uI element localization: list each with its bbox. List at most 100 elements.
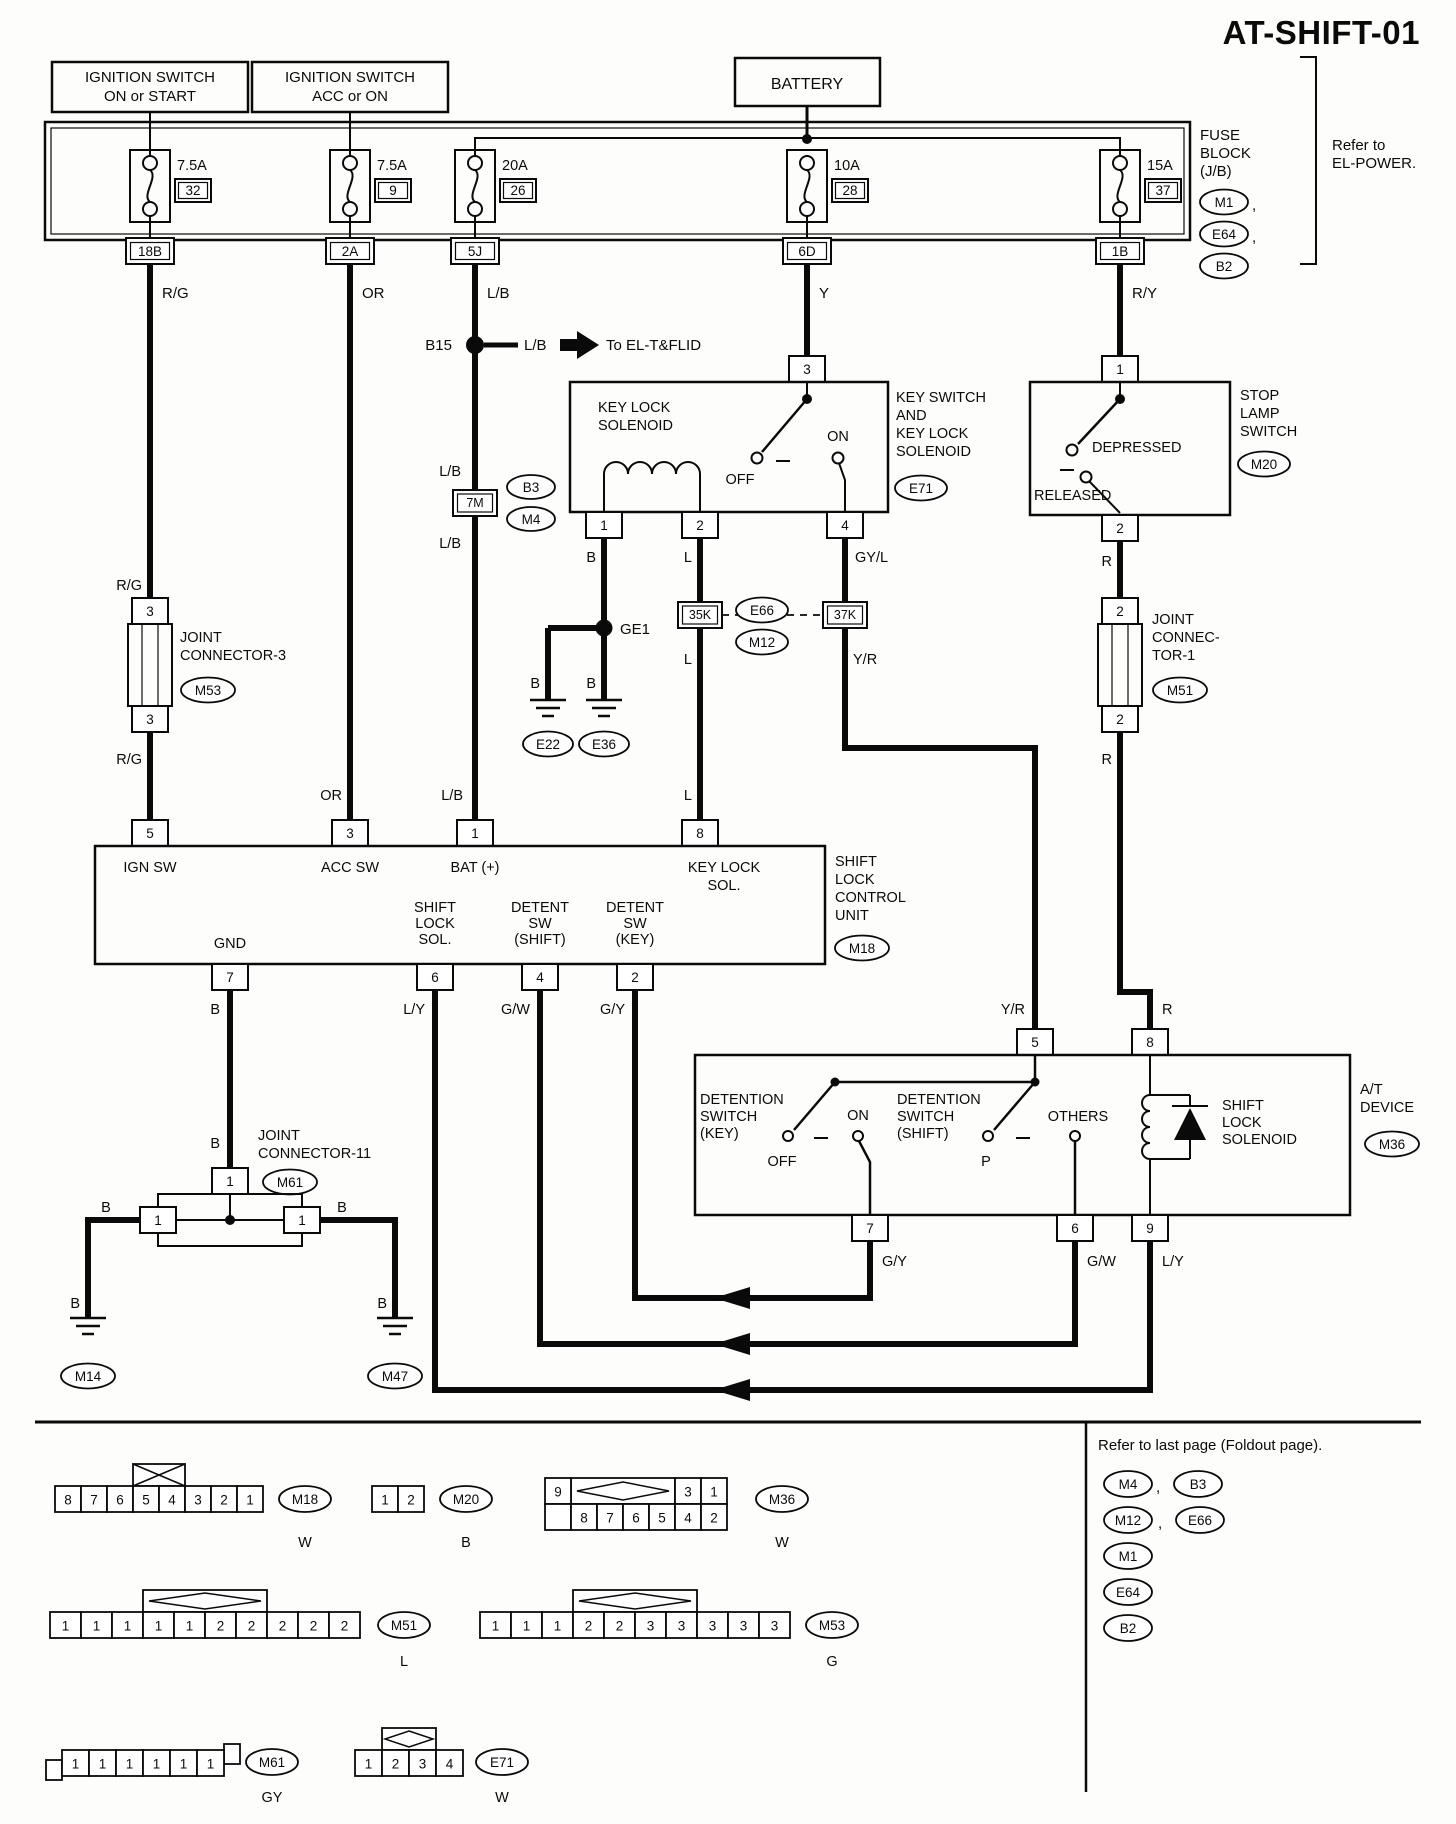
key-lock-sol-label1: KEY LOCK [688, 860, 761, 876]
pinout-color: W [495, 1790, 509, 1806]
wire-color-label: L [684, 652, 692, 668]
connector-ref-m61: M61 [277, 1175, 303, 1190]
ignition-switch-acc-on-box: IGNITION SWITCH ACC or ON [250, 60, 450, 114]
pinout-id: M20 [453, 1492, 479, 1507]
pin-cell-number: 8 [64, 1493, 72, 1508]
jc1-line2: CONNEC- [1152, 630, 1220, 646]
pin-number: 9 [1146, 1221, 1154, 1236]
pin-cell-number: 2 [392, 1757, 400, 1772]
ref-b3: B3 [1190, 1477, 1207, 1492]
comma: , [1252, 197, 1256, 214]
connector-ref-e71: E71 [909, 481, 933, 496]
battery-box: BATTERY [733, 56, 882, 108]
pinout-color: L [400, 1654, 408, 1670]
ground-m14-icon [70, 1316, 106, 1336]
ref-e64: E64 [1116, 1585, 1141, 1600]
diode-icon [1150, 1094, 1208, 1160]
b15-dest: To EL-T&FLID [606, 337, 701, 354]
off-label: OFF [768, 1154, 797, 1170]
pin-number: 4 [841, 518, 849, 533]
solenoid-label2: LOCK [1222, 1115, 1262, 1131]
wire-color-label: L [684, 550, 692, 566]
pin-cell [674, 1477, 702, 1505]
pin-cell-number: 7 [90, 1493, 98, 1508]
connector-7m-label: 7M [466, 496, 483, 510]
comma: , [1156, 1479, 1160, 1496]
pin-number: 2 [1116, 712, 1124, 727]
pin-cell-number: 1 [365, 1757, 373, 1772]
arrow-left-icon [714, 1379, 750, 1401]
pin-cell [397, 1485, 425, 1513]
wire-color-label: B [210, 1136, 220, 1152]
pin-number: 3 [146, 604, 154, 619]
fuse-icon [146, 169, 154, 203]
pin-cell-number: 2 [279, 1619, 287, 1634]
pin-number: 6 [431, 970, 439, 985]
wire-color-label: L/B [487, 285, 510, 302]
pin-cell-number: 5 [142, 1493, 150, 1508]
b15-junction: B15 L/B To EL-T&FLID [425, 331, 701, 359]
wire-color-label: R/Y [1132, 285, 1157, 302]
ge1-label: GE1 [620, 621, 650, 638]
junction-dot [595, 619, 613, 637]
solenoid-label3: SOLENOID [1222, 1132, 1297, 1148]
pin-cell [142, 1749, 171, 1777]
at-device-m36: Y/R R 5 8 DETENTION SWITCH (KEY) ON OFF … [693, 1002, 1420, 1270]
detention-shift-label1: DETENTION [897, 1092, 981, 1108]
inline-connector-7m: L/B 7M B3 M4 L/B [439, 464, 556, 552]
pin-cell-number: 2 [217, 1619, 225, 1634]
connector-ref-b2: B2 [1216, 259, 1233, 274]
detention-key-label2: SWITCH [700, 1109, 757, 1125]
pin-number: 1 [600, 518, 608, 533]
arrow-left-icon [714, 1287, 750, 1309]
pin-cell [354, 1749, 383, 1777]
pin-cell-number: 1 [126, 1757, 134, 1772]
fuse-amp: 15A [1147, 158, 1173, 174]
solenoid-coil-icon [1141, 1055, 1151, 1215]
connector-ref-m36: M36 [1379, 1137, 1405, 1152]
switch-arm [993, 1081, 1036, 1131]
connector-ref-m18: M18 [849, 941, 875, 956]
pin-cell [541, 1611, 574, 1639]
wire-color-label: L/B [439, 464, 461, 480]
pin-cell-number: 4 [168, 1493, 176, 1508]
side-label2: LOCK [835, 872, 875, 888]
released-label: RELEASED [1034, 488, 1111, 504]
fuse-out: 1B [1112, 244, 1129, 259]
fuse-out: 2A [342, 244, 359, 259]
pin-cell-number: 4 [684, 1511, 692, 1526]
keylock-line2: SOLENOID [598, 418, 673, 434]
connector-ref-m20: M20 [1251, 457, 1277, 472]
pin-cell-number: 4 [446, 1757, 454, 1772]
battery-label: BATTERY [771, 76, 844, 93]
pin-cell-number: 8 [580, 1511, 588, 1526]
pinout-id: M18 [292, 1492, 318, 1507]
fuse-out: 18B [138, 244, 162, 259]
detent-shift-label3: (SHIFT) [514, 932, 566, 948]
wire-color-label: L/Y [403, 1002, 425, 1018]
fuse-4: 10A 28 6D Y [782, 149, 869, 302]
pin-cell-number: 2 [341, 1619, 349, 1634]
detent-key-label2: SW [623, 916, 647, 932]
fuse-icon [803, 169, 811, 203]
pinout-color: W [775, 1535, 789, 1551]
pin-number: 5 [146, 826, 154, 841]
pin-cell-number: 1 [492, 1619, 500, 1634]
pin-cell [184, 1485, 212, 1513]
side-label1: A/T [1360, 1082, 1383, 1098]
detent-key-label1: DETENT [606, 900, 664, 916]
pinout-color: G [826, 1654, 837, 1670]
wire-color-label: L/B [439, 536, 461, 552]
pin-cell [235, 1611, 268, 1639]
pinout-id: M61 [259, 1755, 285, 1770]
pin-cell [700, 1503, 728, 1531]
fuse-icon [1116, 169, 1124, 203]
connector-ref-e64: E64 [1212, 227, 1237, 242]
